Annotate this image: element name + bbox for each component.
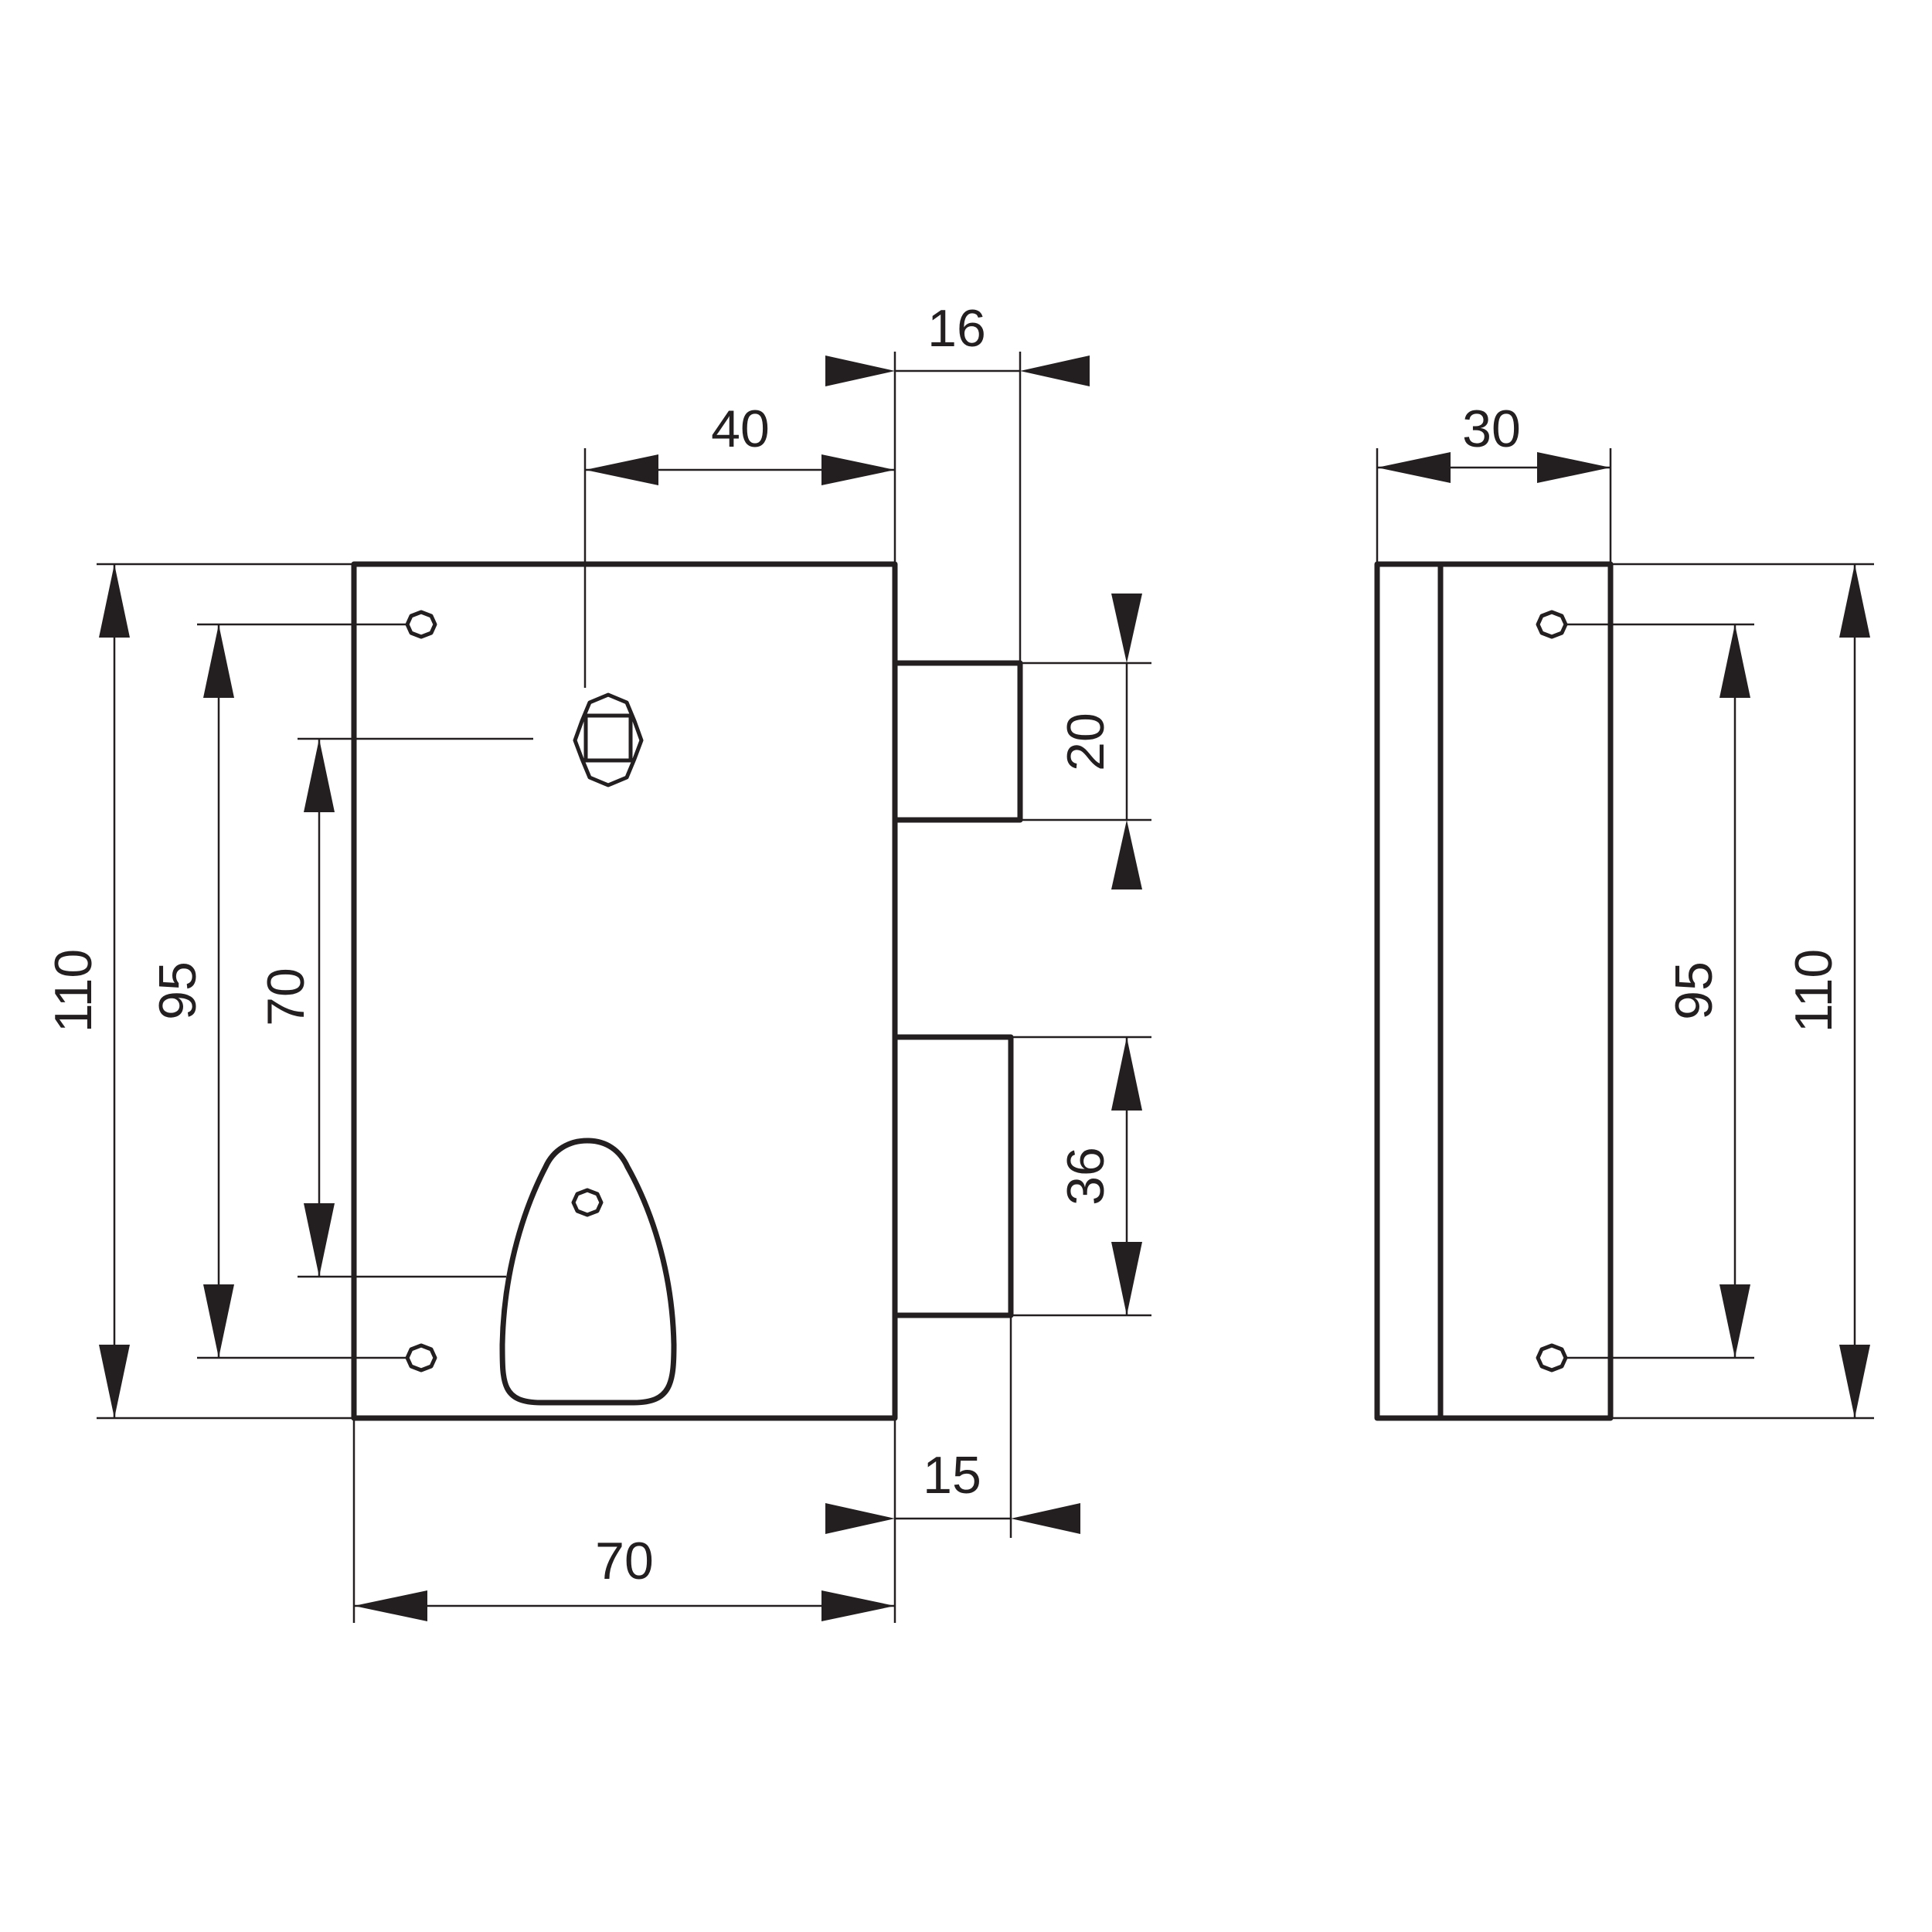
dimension-bolt-height [1111,1037,1142,1315]
side-screw-hole-top [1536,610,1568,639]
side-screw-hole-bottom [1536,1343,1568,1372]
label-keyhole-offset: 40 [711,400,770,458]
label-screw-spacing-side: 95 [1665,961,1723,1020]
front-view [351,561,1023,1421]
label-latch-projection: 15 [923,1446,981,1505]
keyhole-screw [571,1188,604,1217]
dimension-handle-to-keyhole [304,739,335,1277]
label-overall-height-side: 110 [1784,949,1843,1032]
dimension-overall-height-front [99,564,130,1418]
label-depth-side: 30 [1462,400,1521,458]
lock-case-body [351,561,898,1421]
handle-follower [573,692,644,787]
extension-lines [97,352,1874,1623]
dimension-overall-height-side [1839,564,1870,1418]
side-view [1374,561,1614,1421]
label-handle-to-keyhole: 70 [257,968,315,1026]
label-latch-height: 20 [1056,713,1115,771]
side-case-body [1374,561,1614,1421]
square-spindle-hole [583,713,633,763]
dimension-screw-spacing-front [203,624,234,1358]
label-screw-spacing-front: 95 [148,961,207,1020]
dimension-bolt-projection [825,355,1090,386]
dimension-keyhole-offset [585,454,895,485]
dead-bolt [892,1034,1014,1318]
keyhole-escutcheon [499,1138,677,1406]
dimension-depth-side [1377,452,1611,483]
label-bolt-height: 36 [1056,1147,1115,1206]
dimension-screw-spacing-side [1719,624,1750,1358]
dimension-latch-projection [825,1503,1080,1534]
dimension-body-width [354,1590,895,1621]
screw-hole-top-left [405,610,437,639]
label-overall-height-front: 110 [44,949,103,1032]
dimension-latch-height [1111,594,1142,889]
label-bolt-projection: 16 [927,299,986,358]
label-body-width: 70 [595,1532,654,1590]
screw-hole-bottom-left [405,1343,437,1372]
latch-bolt [892,660,1023,823]
